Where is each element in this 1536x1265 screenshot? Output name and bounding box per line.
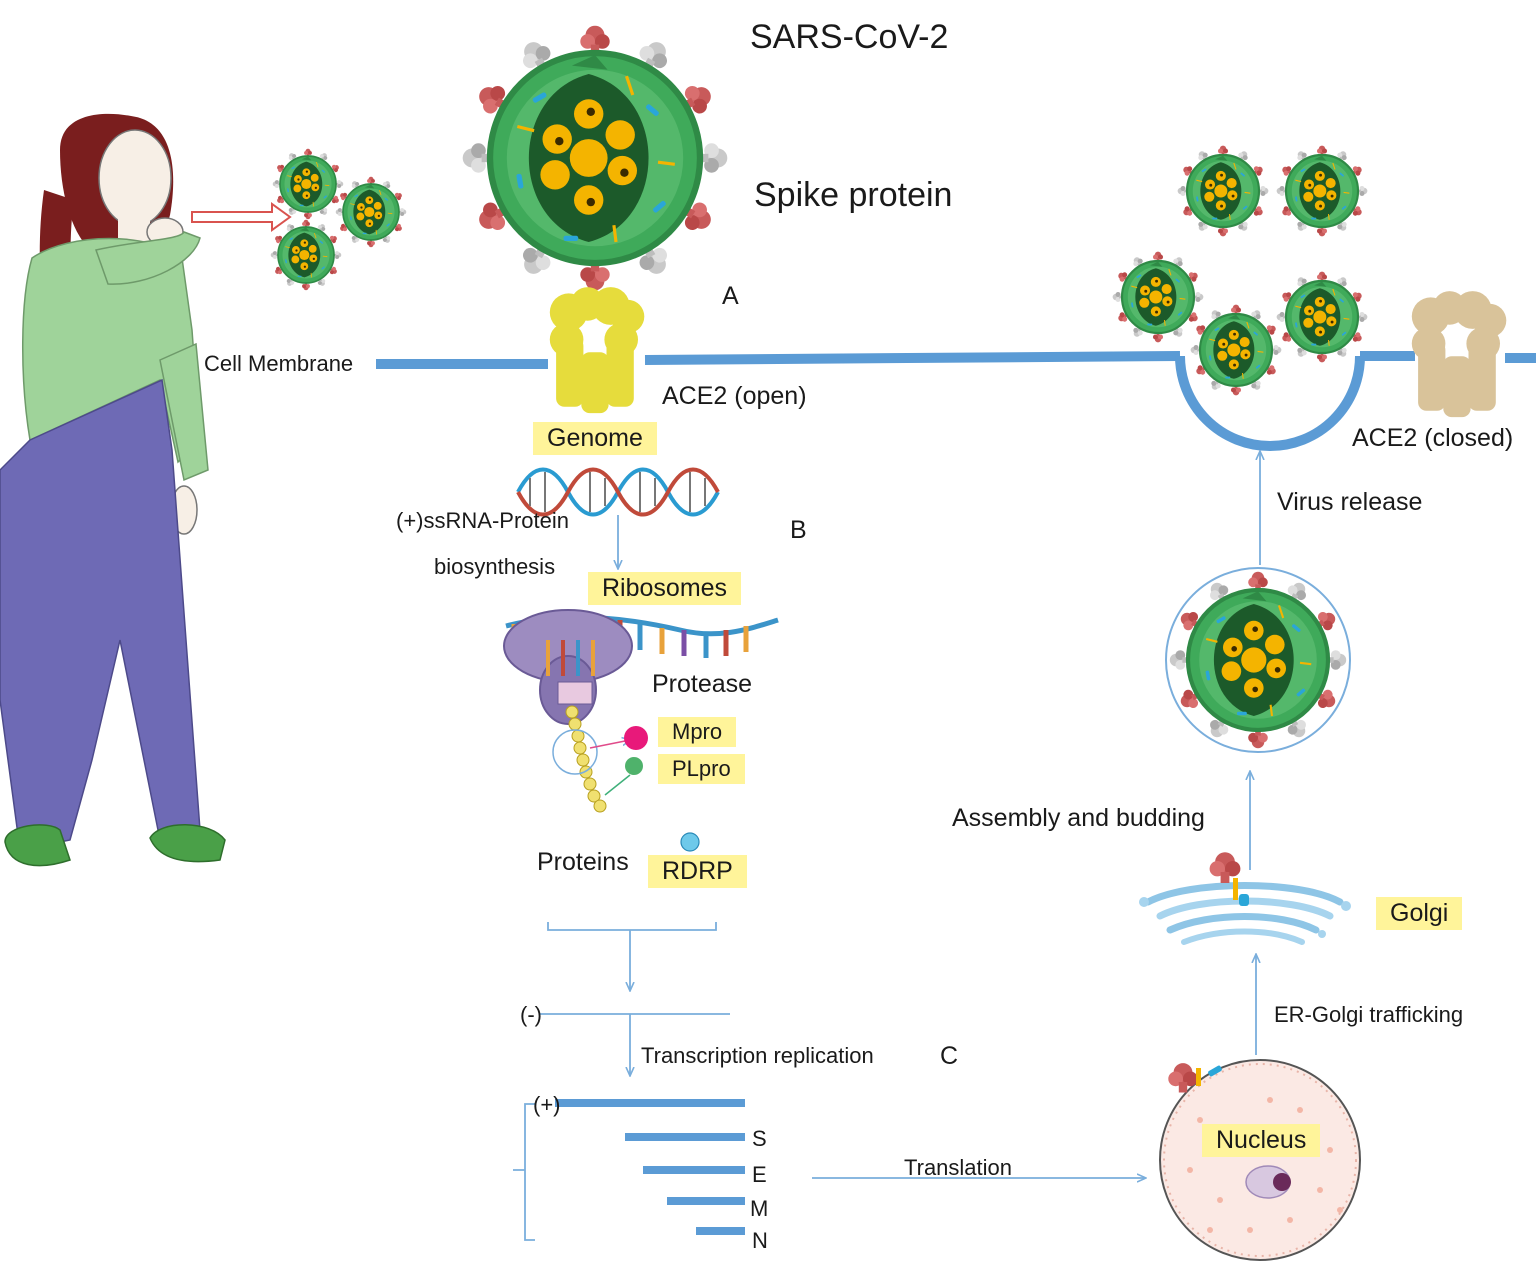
panel-label-c: C — [940, 1042, 959, 1070]
panel-label-b: B — [790, 516, 807, 544]
spike-protein-label: Spike protein — [754, 176, 953, 214]
genome-label: Genome — [533, 422, 657, 455]
panel-label-a: A — [722, 282, 739, 310]
virus-release-label: Virus release — [1277, 488, 1423, 516]
virion-icon — [1113, 252, 1204, 343]
virion-icon — [1277, 146, 1368, 237]
rdrp-protein-icon — [680, 832, 700, 852]
ace2-receptor-icon — [1411, 291, 1507, 418]
minus-strand-label: (-) — [520, 1002, 542, 1027]
virion-icon — [271, 220, 342, 291]
virion-icon — [1191, 305, 1282, 396]
golgi-label: Golgi — [1376, 897, 1463, 930]
assembly-budding-label: Assembly and budding — [952, 804, 1205, 832]
translation-label: Translation — [904, 1155, 1013, 1180]
nucleus-icon — [1159, 1059, 1361, 1261]
protease-label: Protease — [652, 670, 753, 698]
replication-lines — [513, 922, 730, 1241]
ace2-open-label: ACE2 (open) — [662, 382, 807, 410]
proteins-label: Proteins — [537, 848, 629, 876]
virion-icon — [336, 177, 407, 248]
virion-icon — [1277, 272, 1368, 363]
sgrna-m-label: M — [750, 1196, 769, 1221]
virion-icon — [273, 149, 344, 220]
cell-membrane-label: Cell Membrane — [204, 351, 354, 376]
ssrna-protein-label: (+)ssRNA-Protein — [396, 508, 569, 533]
plpro-label: PLpro — [658, 754, 745, 784]
mpro-label: Mpro — [658, 717, 737, 747]
subgenomic-rna-strands — [555, 1099, 745, 1235]
plus-strand-label: (+) — [533, 1092, 561, 1117]
rna-helix-icon — [516, 467, 720, 517]
cell-membrane — [376, 351, 1536, 451]
sgrna-n-label: N — [752, 1228, 768, 1253]
ace2-receptor-icon — [549, 287, 645, 414]
biosynthesis-label: biosynthesis — [434, 554, 556, 579]
sgrna-e-label: E — [752, 1162, 767, 1187]
virus-name-label: SARS-CoV-2 — [750, 18, 949, 56]
ace2-closed-label: ACE2 (closed) — [1352, 424, 1514, 452]
exhale-arrow — [191, 202, 292, 232]
transcription-replication-label: Transcription replication — [641, 1043, 874, 1068]
golgi-icon — [1139, 852, 1351, 945]
rdrp-label: RDRP — [648, 855, 747, 888]
ribosome-icon — [503, 609, 779, 813]
ribosomes-label: Ribosomes — [588, 572, 742, 605]
sgrna-s-label: S — [752, 1126, 767, 1151]
virion-icon — [1178, 146, 1269, 237]
person-coughing-icon — [0, 113, 226, 867]
egress-arrows — [1250, 452, 1260, 1055]
er-golgi-trafficking-label: ER-Golgi trafficking — [1274, 1002, 1464, 1027]
nucleus-label: Nucleus — [1202, 1124, 1321, 1157]
virion-icon — [463, 26, 728, 291]
